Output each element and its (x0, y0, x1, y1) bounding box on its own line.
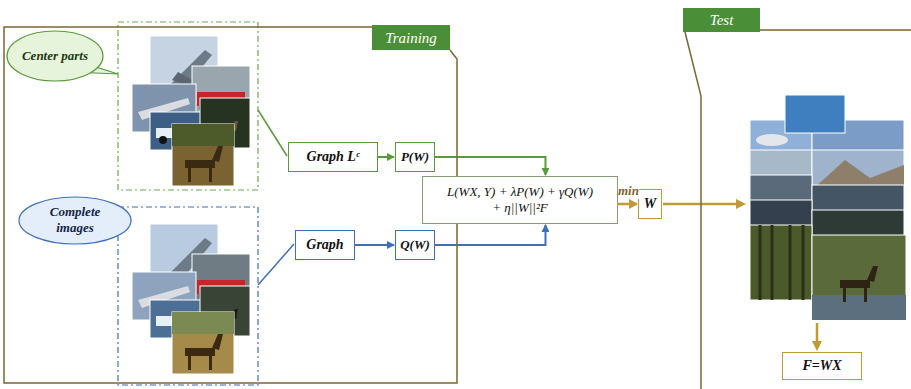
test-photos-part (812, 235, 906, 320)
node-label: F=WX (802, 358, 841, 375)
panel-border (4, 27, 457, 383)
term-box: P(W) (395, 142, 435, 172)
graph-box: Graph (295, 230, 355, 260)
feed-lines-part (258, 244, 294, 285)
bubble-ellipse (19, 197, 131, 244)
test-arrows-part (816, 323, 819, 343)
complete-photos-part (185, 334, 223, 370)
test-panel: TestF=WX (683, 8, 911, 389)
test-photos-part (750, 225, 812, 300)
test-photos-part (785, 95, 845, 133)
center-part-photos (132, 36, 250, 186)
test-photos (750, 95, 906, 320)
output-box: F=WX (782, 352, 862, 380)
node-label: Graph (306, 237, 343, 254)
center-parts-frame (118, 22, 258, 190)
flow-arrow (378, 156, 394, 158)
flow-arrow (355, 244, 394, 246)
complete-photos (132, 224, 250, 374)
test-arrows (663, 199, 822, 351)
complete-images-frame (118, 207, 258, 385)
test-photos-part (812, 150, 904, 190)
training-panel: TrainingCenter partsGraph Lᶜ P(W) Complete… (3, 25, 458, 385)
test-photos-part (760, 225, 803, 300)
node-label: Complete images (30, 204, 120, 235)
node-label: Training (385, 29, 437, 47)
callout-bubble: Center parts (6, 30, 104, 82)
node-label: Graph Lᶜ (307, 149, 360, 166)
node-label: Test (710, 11, 734, 29)
node-label: Q(W) (400, 237, 430, 253)
panel-outline (683, 8, 911, 389)
complete-photos-part (172, 312, 234, 334)
feed-lines-part (258, 110, 287, 156)
bubble-ellipse (7, 31, 103, 81)
center-part-photos-part (172, 124, 234, 146)
test-arrows-part (812, 341, 822, 351)
edge-label: min (618, 183, 639, 199)
center-parts-frame-part (118, 22, 258, 190)
node-label: P(W) (401, 149, 429, 165)
complete-photos-part (172, 312, 234, 374)
node-label: L(WX, Y) + λP(W) + γQ(W) + η||W||²F (447, 184, 593, 215)
flow-arrow (435, 157, 545, 175)
center-part-photos-part (159, 136, 167, 144)
center-part-photos-part (185, 146, 223, 182)
node-label: W (644, 196, 656, 213)
term-box: Q(W) (395, 230, 435, 260)
weight-box: W (638, 189, 662, 219)
test-arrows-part (736, 199, 746, 209)
center-part-photos-part (172, 124, 234, 186)
feed-lines (258, 110, 294, 285)
node-label: Center parts (22, 48, 88, 64)
graph-box: Graph Lᶜ (288, 142, 378, 172)
panel-border (685, 30, 911, 389)
test-photos-part (756, 134, 788, 146)
test-photos-part (812, 295, 906, 320)
flow-arrow (618, 203, 637, 206)
flow-arrow (435, 225, 545, 245)
objective-box: L(WX, Y) + λP(W) + γQ(W) + η||W||²F (422, 176, 618, 224)
panel-tab: Training (372, 25, 450, 50)
callout-bubble: Complete images (18, 196, 132, 245)
complete-images-frame-part (118, 207, 258, 385)
test-photos-part (840, 266, 878, 302)
panel-tab: Test (683, 8, 760, 32)
